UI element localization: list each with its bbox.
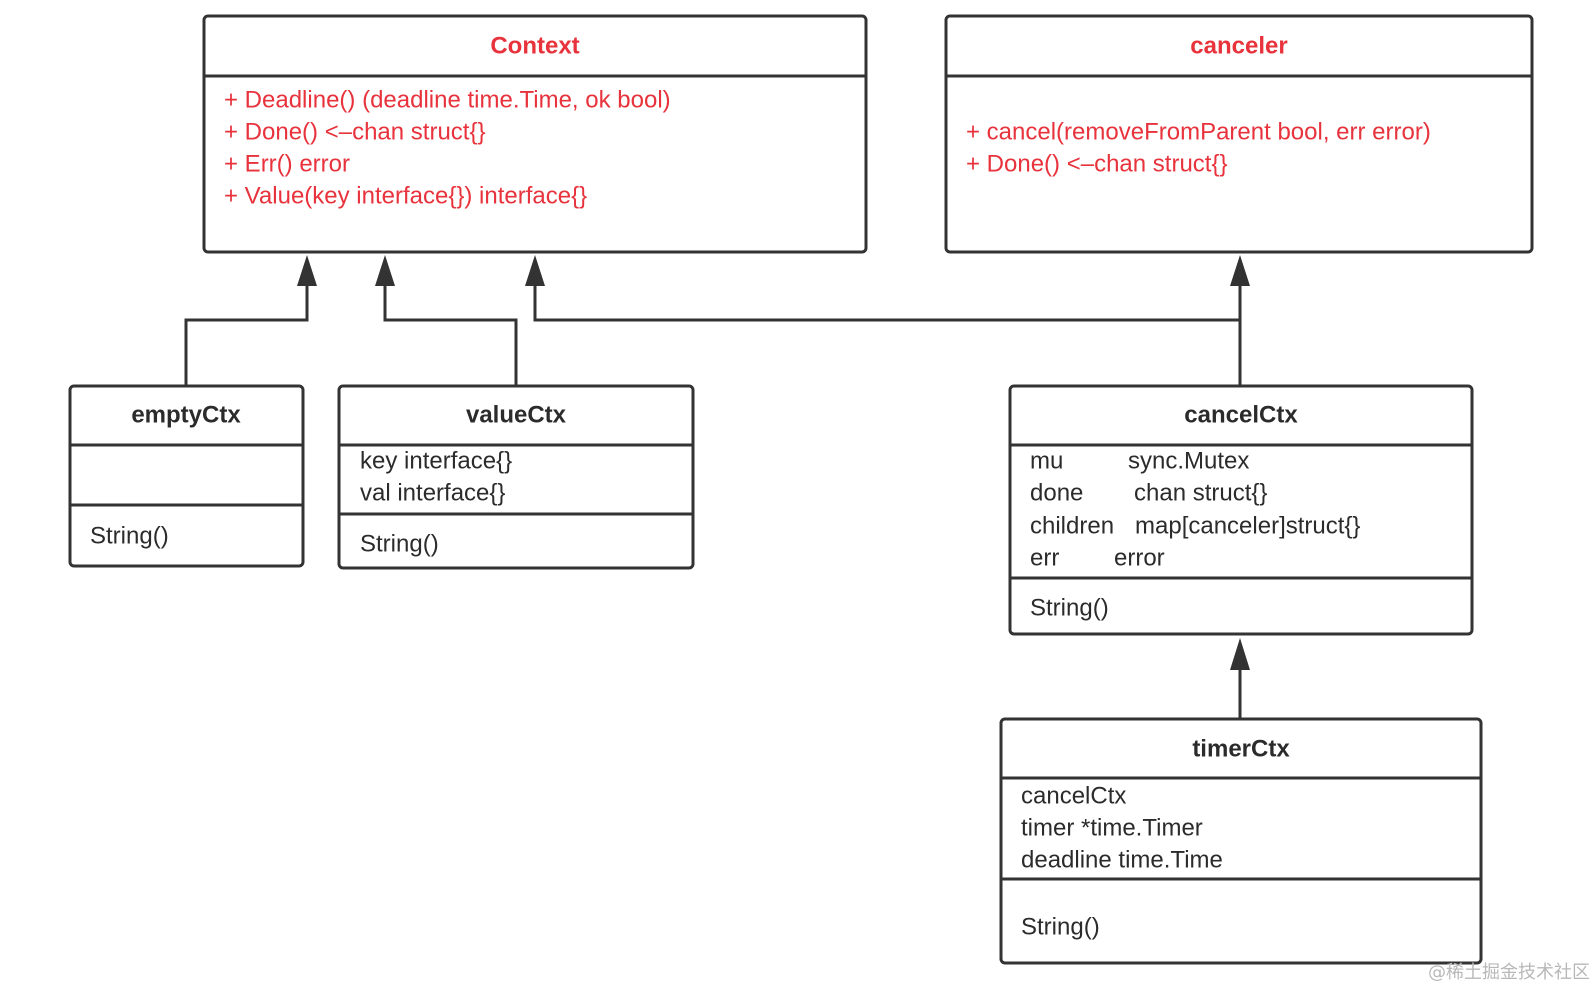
- class-cancel-ctx-field-type: chan struct{}: [1134, 479, 1267, 506]
- class-value-ctx-method: String(): [360, 530, 439, 557]
- class-timer-ctx-field: deadline time.Time: [1021, 846, 1223, 873]
- class-context-method: + Deadline() (deadline time.Time, ok boo…: [224, 86, 671, 113]
- class-timer-ctx-field: cancelCtx: [1021, 782, 1126, 809]
- class-context-method: + Err() error: [224, 150, 350, 177]
- class-canceler: canceler + cancel(removeFromParent bool,…: [944, 14, 1534, 254]
- class-cancel-ctx-field-type: map[canceler]struct{}: [1135, 512, 1360, 539]
- class-context-method: + Value(key interface{}) interface{}: [224, 182, 587, 209]
- class-cancel-ctx-field-type: error: [1114, 544, 1165, 571]
- class-cancel-ctx-title: cancelCtx: [1184, 401, 1298, 428]
- class-cancel-ctx-field-name: mu: [1030, 447, 1063, 474]
- class-empty-ctx: emptyCtx String(): [68, 384, 305, 568]
- class-cancel-ctx-field-type: sync.Mutex: [1128, 447, 1249, 474]
- connector-cancel-ctx-to-context: [533, 284, 1240, 322]
- arrowhead-cancel-ctx-to-canceler: [1230, 255, 1250, 286]
- class-value-ctx-title: valueCtx: [466, 401, 567, 428]
- watermark: @稀土掘金技术社区: [1428, 962, 1590, 983]
- arrowhead-value-ctx-to-context: [375, 255, 395, 286]
- class-timer-ctx-title: timerCtx: [1192, 735, 1290, 762]
- class-canceler-method: + cancel(removeFromParent bool, err erro…: [966, 118, 1431, 145]
- class-canceler-method: + Done() <–chan struct{}: [966, 150, 1228, 177]
- class-timer-ctx: timerCtx cancelCtx timer *time.Timer dea…: [999, 717, 1483, 965]
- class-context-title: Context: [490, 32, 579, 59]
- class-empty-ctx-title: emptyCtx: [131, 401, 241, 428]
- class-empty-ctx-method: String(): [90, 522, 169, 549]
- class-context-method: + Done() <–chan struct{}: [224, 118, 486, 145]
- class-cancel-ctx-field-name: children: [1030, 512, 1114, 539]
- class-timer-ctx-field: timer *time.Timer: [1021, 814, 1203, 841]
- class-timer-ctx-method: String(): [1021, 913, 1100, 940]
- class-cancel-ctx-field-name: done: [1030, 479, 1083, 506]
- arrowhead-timer-ctx-to-cancel-ctx: [1230, 638, 1250, 670]
- connector-value-ctx-to-context: [383, 284, 518, 386]
- class-cancel-ctx-field-name: err: [1030, 544, 1059, 571]
- connector-empty-ctx-to-context: [184, 284, 309, 386]
- class-value-ctx: valueCtx key interface{} val interface{}…: [337, 384, 695, 570]
- arrowhead-cancel-ctx-to-context: [525, 255, 545, 286]
- arrowhead-empty-ctx-to-context: [297, 255, 317, 286]
- class-cancel-ctx-method: String(): [1030, 594, 1109, 621]
- class-cancel-ctx: cancelCtx mu sync.Mutex done chan struct…: [1008, 384, 1474, 636]
- class-context: Context + Deadline() (deadline time.Time…: [202, 14, 868, 254]
- class-canceler-title: canceler: [1190, 32, 1287, 59]
- class-value-ctx-field: val interface{}: [360, 479, 505, 506]
- class-value-ctx-field: key interface{}: [360, 447, 512, 474]
